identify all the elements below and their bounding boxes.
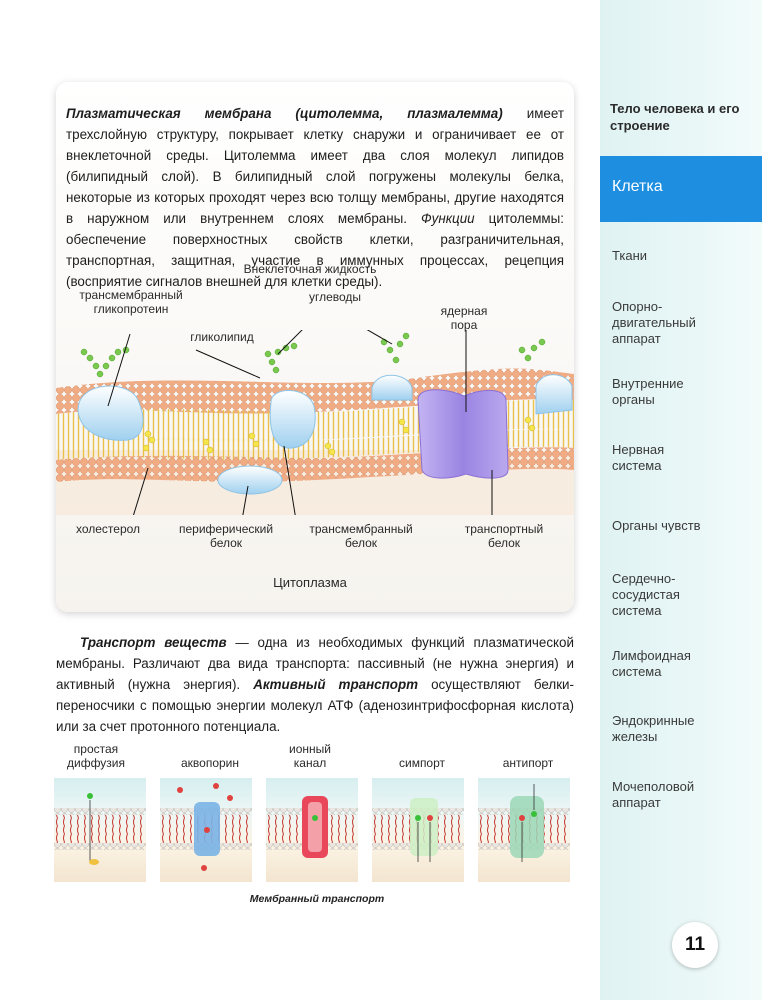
intro-term: Плазматическая мембрана (цитолемма, плаз… xyxy=(66,106,503,121)
intro-text-1: имеет трехслойную структуру, покрывает к… xyxy=(66,106,564,226)
sidebar: Тело человека и его строение Клетка Ткан… xyxy=(600,0,762,1000)
cholesterol-label: холестерол xyxy=(75,522,141,536)
membrane-diagram xyxy=(56,330,574,515)
panel-symport xyxy=(372,778,464,882)
page-number: 11 xyxy=(672,922,718,968)
active-transport-term: Активный транспорт xyxy=(253,677,419,692)
glycolipid-label: гликолипид xyxy=(190,330,254,344)
transport-term: Транспорт веществ xyxy=(80,635,227,650)
extracellular-label: Внеклеточная жидкость xyxy=(243,262,377,276)
transport-label-ion-channel: ионный канал xyxy=(289,742,331,770)
glycoprotein-label: трансмембранный гликопротеин xyxy=(79,288,183,316)
panel-antiport xyxy=(478,778,570,882)
transport-label-antiport: антипорт xyxy=(502,756,554,770)
transport-label-symport: симпорт xyxy=(398,756,446,770)
intro-paragraph: Плазматическая мембрана (цитолемма, плаз… xyxy=(66,103,564,292)
sidebar-item-internal-organs[interactable]: Внутренние органы xyxy=(612,376,684,407)
panel-diffusion xyxy=(54,778,146,882)
sidebar-item-urogenital[interactable]: Мочеполовой аппарат xyxy=(612,779,695,810)
transport-diagram xyxy=(54,778,570,882)
intro-text-2: цитолеммы: обеспечение поверхностных сво… xyxy=(66,211,564,289)
nuclear-pore-label: ядерная пора xyxy=(440,304,488,332)
carbohydrates-label: углеводы xyxy=(308,290,362,304)
sidebar-item-nervous-system[interactable]: Нервная система xyxy=(612,442,665,473)
sidebar-item-cardiovascular[interactable]: Сердечно-сосудистая система xyxy=(612,571,680,618)
sidebar-item-endocrine[interactable]: Эндокринные железы xyxy=(612,713,695,744)
transport-text-2: осуществляют белки-переносчики с помощью… xyxy=(56,677,574,734)
sidebar-item-label: Клетка xyxy=(612,178,663,195)
sidebar-item-musculoskeletal[interactable]: Опорно-двигательный аппарат xyxy=(612,299,696,346)
peripheral-protein-label: периферический белок xyxy=(178,522,274,550)
intro-term-2: Функции xyxy=(421,211,475,226)
transport-text-1: — одна из необходимых функций плазматиче… xyxy=(56,635,574,692)
transport-paragraph: Транспорт веществ — одна из необходимых … xyxy=(56,632,574,737)
sidebar-item-tissues[interactable]: Ткани xyxy=(612,248,648,263)
transport-label-diffusion: простая диффузия xyxy=(66,742,126,770)
sidebar-heading: Тело человека и его строение xyxy=(610,101,740,133)
panel-ion-channel xyxy=(266,778,358,882)
figure-caption: Мембранный транспорт xyxy=(249,893,385,905)
transmembrane-protein-label: трансмембранный белок xyxy=(309,522,413,550)
membrane-card xyxy=(56,82,574,612)
transport-label-aquaporin: аквопорин xyxy=(180,756,239,770)
sidebar-item-senses[interactable]: Органы чувств xyxy=(612,518,701,533)
sidebar-item-lymphoid[interactable]: Лимфоидная система xyxy=(612,648,691,679)
transport-protein-label: транспортный белок xyxy=(464,522,544,550)
panel-aquaporin xyxy=(160,778,252,882)
cytoplasm-label: Цитоплазма xyxy=(273,575,347,590)
sidebar-item-cell[interactable]: Клетка xyxy=(600,156,762,222)
